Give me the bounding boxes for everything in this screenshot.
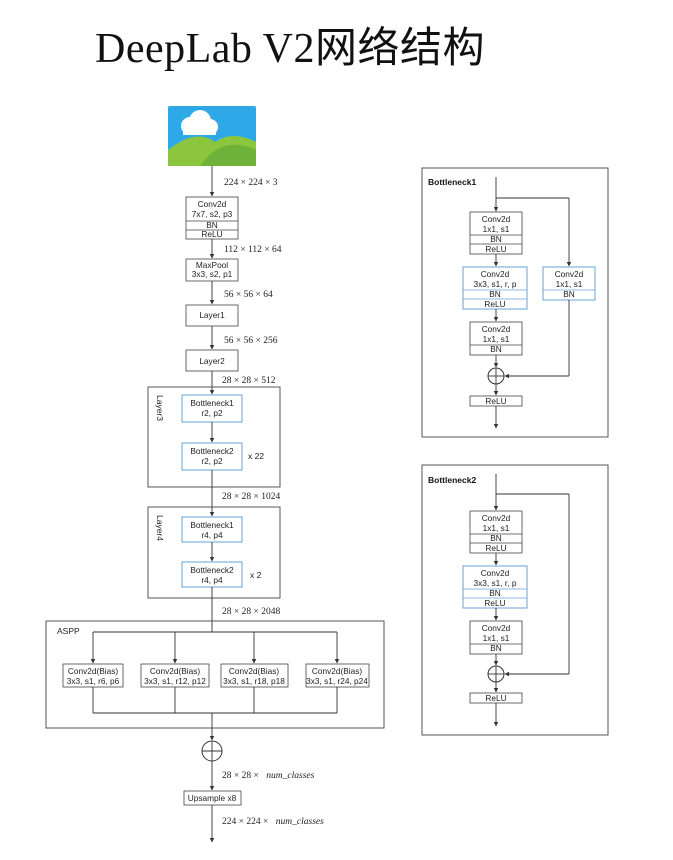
svg-text:ReLU: ReLU xyxy=(484,299,505,309)
svg-text:ReLU: ReLU xyxy=(485,693,506,703)
svg-text:ASPP: ASPP xyxy=(57,626,80,636)
svg-text:Bottleneck1: Bottleneck1 xyxy=(190,520,234,530)
dim-label: 28 × 28 × 512 xyxy=(222,376,276,386)
svg-text:Layer2: Layer2 xyxy=(199,356,225,366)
dim-label: 28 × 28 × 1024 xyxy=(222,492,280,502)
svg-text:1x1, s1: 1x1, s1 xyxy=(483,224,510,234)
layer4-group: Layer4 Bottleneck1 r4, p4 Bottleneck2 r4… xyxy=(147,506,281,599)
page-title: DeepLab V2网络结构 xyxy=(95,26,485,72)
svg-text:BN: BN xyxy=(489,588,501,598)
svg-text:3x3, s2, p1: 3x3, s2, p1 xyxy=(192,269,233,279)
svg-text:Conv2d: Conv2d xyxy=(482,513,511,523)
svg-text:BN: BN xyxy=(490,344,502,354)
svg-text:ReLU: ReLU xyxy=(201,229,222,239)
svg-text:r2, p2: r2, p2 xyxy=(201,408,223,418)
svg-text:x 2: x 2 xyxy=(250,570,262,580)
dim-label: 112 × 112 × 64 xyxy=(224,245,282,255)
layer2-block: Layer2 xyxy=(185,349,239,372)
sum-node-icon xyxy=(201,740,223,762)
svg-text:r2, p2: r2, p2 xyxy=(201,456,223,466)
svg-text:Conv2d: Conv2d xyxy=(555,269,584,279)
svg-text:ReLU: ReLU xyxy=(485,543,506,553)
svg-text:x 22: x 22 xyxy=(248,451,264,461)
svg-text:BN: BN xyxy=(490,234,502,244)
svg-text:Conv2d: Conv2d xyxy=(481,568,510,578)
upsample-block: Upsample x8 xyxy=(183,790,242,806)
svg-text:Conv2d: Conv2d xyxy=(482,623,511,633)
aspp-group: ASPP Conv2d(Bias) 3x3, s1, r6, p6 Conv2d… xyxy=(45,620,385,729)
layer3-group: Layer3 Bottleneck1 r2, p2 Bottleneck2 r2… xyxy=(147,386,281,488)
maxpool-block: MaxPool 3x3, s2, p1 xyxy=(185,258,239,282)
dim-label: 28 × 28 × num_classes xyxy=(222,765,315,782)
svg-text:Bottleneck1: Bottleneck1 xyxy=(190,398,234,408)
dim-label: 224 × 224 × 3 xyxy=(224,178,278,188)
svg-text:Conv2d: Conv2d xyxy=(482,324,511,334)
svg-text:Bottleneck2: Bottleneck2 xyxy=(190,565,234,575)
dim-label: 56 × 56 × 256 xyxy=(224,336,278,346)
svg-text:MaxPool: MaxPool xyxy=(196,260,228,270)
svg-text:Layer4: Layer4 xyxy=(155,515,165,541)
svg-text:ReLU: ReLU xyxy=(485,396,506,406)
dim-label: 56 × 56 × 64 xyxy=(224,290,273,300)
svg-text:3x3, s1, r24, p24: 3x3, s1, r24, p24 xyxy=(306,676,368,686)
svg-text:3x3, s1, r6, p6: 3x3, s1, r6, p6 xyxy=(67,676,120,686)
svg-text:1x1, s1: 1x1, s1 xyxy=(483,334,510,344)
svg-text:1x1, s1: 1x1, s1 xyxy=(483,633,510,643)
svg-text:BN: BN xyxy=(206,220,218,230)
dim-label: 224 × 224 × num_classes xyxy=(222,811,324,828)
svg-text:r4, p4: r4, p4 xyxy=(201,530,223,540)
svg-text:Conv2d(Bias): Conv2d(Bias) xyxy=(68,666,119,676)
svg-text:BN: BN xyxy=(563,289,575,299)
input-image-icon xyxy=(168,106,256,166)
svg-text:3x3, s1, r18, p18: 3x3, s1, r18, p18 xyxy=(223,676,285,686)
conv1-block: Conv2d 7x7, s2, p3 BN ReLU xyxy=(185,196,239,240)
svg-text:r4, p4: r4, p4 xyxy=(201,575,223,585)
svg-text:BN: BN xyxy=(490,533,502,543)
svg-text:Conv2d: Conv2d xyxy=(198,199,227,209)
svg-text:3x3, s1, r, p: 3x3, s1, r, p xyxy=(474,578,517,588)
svg-text:Layer3: Layer3 xyxy=(155,395,165,421)
svg-text:Conv2d(Bias): Conv2d(Bias) xyxy=(150,666,201,676)
layer1-block: Layer1 xyxy=(185,304,239,327)
bottleneck1-detail: Bottleneck1 Conv2d 1x1, s1 BN ReLU Conv2… xyxy=(421,167,609,438)
bottleneck2-detail: Bottleneck2 Conv2d 1x1, s1 BN ReLU Conv2… xyxy=(421,464,609,736)
dim-label: 28 × 28 × 2048 xyxy=(222,607,280,617)
svg-text:Layer1: Layer1 xyxy=(199,310,225,320)
svg-text:ReLU: ReLU xyxy=(485,244,506,254)
svg-text:Conv2d: Conv2d xyxy=(482,214,511,224)
svg-text:BN: BN xyxy=(489,289,501,299)
svg-text:Upsample x8: Upsample x8 xyxy=(188,793,237,803)
svg-text:1x1, s1: 1x1, s1 xyxy=(483,523,510,533)
svg-text:Conv2d: Conv2d xyxy=(481,269,510,279)
svg-text:BN: BN xyxy=(490,643,502,653)
svg-text:Bottleneck1: Bottleneck1 xyxy=(428,177,476,187)
svg-text:3x3, s1, r, p: 3x3, s1, r, p xyxy=(474,279,517,289)
svg-text:Bottleneck2: Bottleneck2 xyxy=(428,475,476,485)
svg-text:7x7, s2, p3: 7x7, s2, p3 xyxy=(192,209,233,219)
svg-text:3x3, s1, r12, p12: 3x3, s1, r12, p12 xyxy=(144,676,206,686)
svg-text:Conv2d(Bias): Conv2d(Bias) xyxy=(312,666,363,676)
svg-text:1x1, s1: 1x1, s1 xyxy=(556,279,583,289)
svg-text:Bottleneck2: Bottleneck2 xyxy=(190,446,234,456)
svg-text:Conv2d(Bias): Conv2d(Bias) xyxy=(229,666,280,676)
svg-text:ReLU: ReLU xyxy=(484,598,505,608)
